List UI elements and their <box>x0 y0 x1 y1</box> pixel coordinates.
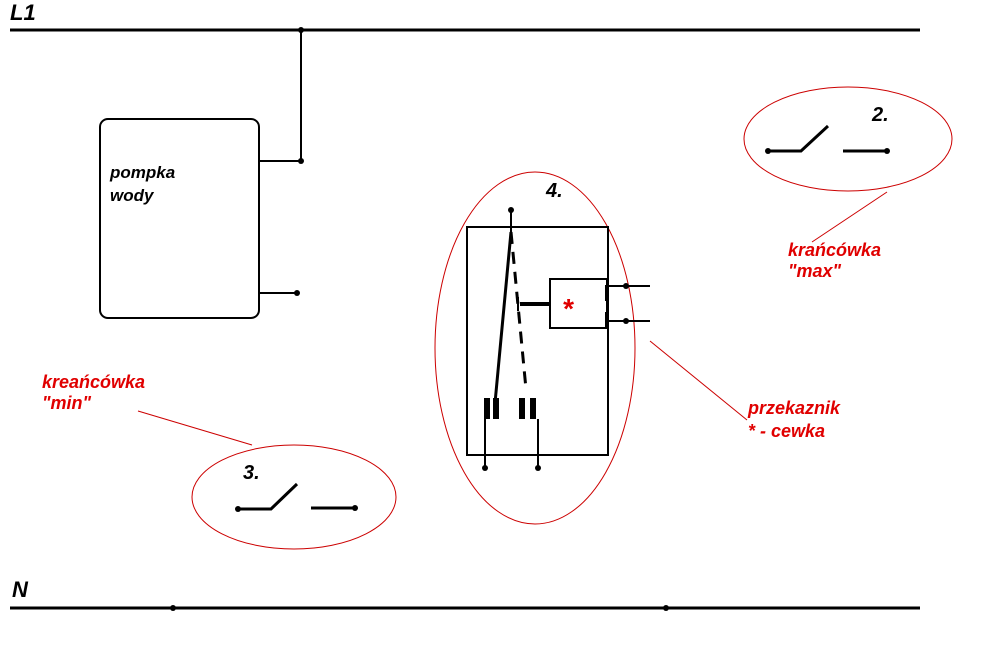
switch-max-leader <box>811 191 888 243</box>
switch-max-terminal-right <box>884 148 890 154</box>
pump-terminal-bottom <box>294 290 300 296</box>
pump-label-line1: pompka <box>109 163 175 182</box>
switch-max-label-line2: "max" <box>788 261 842 281</box>
switch-min-number: 3. <box>243 462 260 484</box>
relay-coil-terminal-bottom <box>623 318 629 324</box>
switch-max-contact-lever <box>768 124 830 153</box>
switch-min-label-line2: "min" <box>42 393 92 413</box>
switch-min-terminal-left <box>235 506 241 512</box>
relay-contact-pad-1b <box>493 398 499 419</box>
relay-coil-terminal-top <box>623 283 629 289</box>
relay-contact-pad-1a <box>484 398 490 419</box>
switch-max-outline <box>743 86 953 192</box>
pump-terminal-top <box>298 158 304 164</box>
relay-contact-pad-2b <box>530 398 536 419</box>
relay-contact-terminal-1 <box>482 465 488 471</box>
pump-supply-wire <box>259 30 302 162</box>
n-rail-node-left <box>170 605 176 611</box>
l1-label: L1 <box>10 0 36 25</box>
switch-min-contact-lever <box>238 482 299 511</box>
relay-leader <box>649 340 748 421</box>
switch-max-number: 2. <box>871 104 889 126</box>
relay-label-line1: przekaznik <box>747 398 841 418</box>
switch-min-leader <box>137 410 253 446</box>
switch-max-label-line1: krańcówka <box>788 240 881 260</box>
n-label: N <box>12 577 29 602</box>
relay-number: 4. <box>545 180 563 202</box>
relay-coil-star: * <box>562 293 574 324</box>
switch-min-label-line1: kreańcówka <box>42 372 145 392</box>
n-rail-node-right <box>663 605 669 611</box>
relay-contact-terminal-2 <box>535 465 541 471</box>
relay-label-line2: * - cewka <box>748 421 825 441</box>
pump-label-line2: wody <box>110 186 155 205</box>
relay-outline <box>434 171 636 525</box>
relay-contact-arm <box>493 231 513 404</box>
pump-box <box>99 118 260 319</box>
switch-min-terminal-right <box>352 505 358 511</box>
switch-max-terminal-left <box>765 148 771 154</box>
relay-contact-arm-alt-dashed <box>509 231 528 390</box>
relay-coil-box <box>549 278 608 329</box>
switch-min-outline <box>191 444 397 550</box>
relay-contact-pad-2a <box>519 398 525 419</box>
